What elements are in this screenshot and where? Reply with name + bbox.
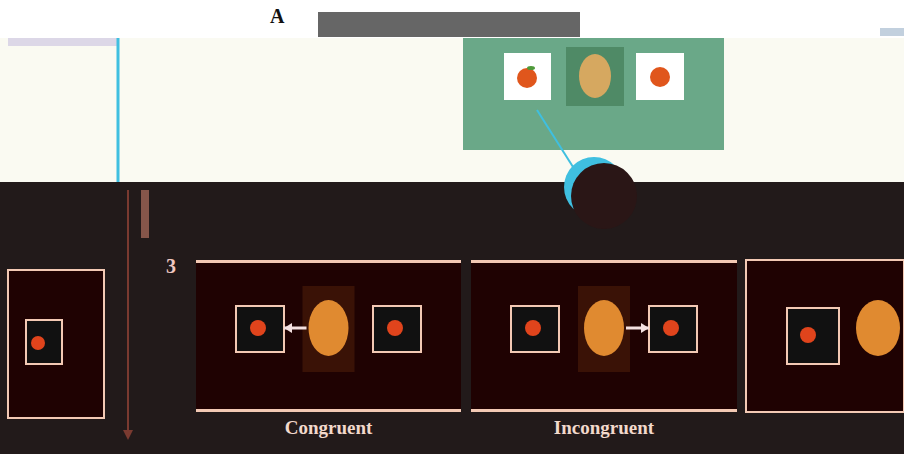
face-square	[303, 286, 355, 372]
stimulus-display	[236, 286, 421, 372]
face-square	[566, 47, 624, 106]
corner-mark	[880, 28, 904, 36]
face-icon	[309, 300, 349, 356]
tomato-icon	[525, 320, 541, 336]
tomato-icon	[517, 68, 537, 88]
trial-panel: Congruent	[196, 260, 461, 412]
zoom-circle-shadow	[571, 163, 637, 229]
panel-letter: A	[270, 5, 284, 28]
upper-panel	[0, 38, 904, 182]
condition-label: Congruent	[176, 417, 481, 439]
upper-band	[8, 38, 118, 46]
tomato-icon	[250, 320, 266, 336]
dark-band	[0, 182, 904, 454]
stimulus-square	[649, 306, 697, 352]
stimulus-square	[236, 306, 284, 352]
tomato-leaf	[527, 66, 535, 70]
tomato-icon	[31, 336, 45, 350]
axis-mark	[141, 190, 149, 238]
face-icon	[584, 300, 624, 356]
trial-panel	[8, 270, 104, 418]
face-icon	[856, 300, 900, 356]
face-square	[578, 286, 630, 372]
gaze-arrow	[626, 327, 649, 330]
gaze-arrow	[284, 327, 307, 330]
gaze-arrowhead	[641, 323, 649, 333]
stimulus-square	[511, 306, 559, 352]
tomato-icon	[663, 320, 679, 336]
stimulus-display	[511, 286, 697, 372]
time-axis	[127, 190, 129, 432]
stimulus-square	[26, 320, 62, 364]
face-icon	[579, 54, 611, 98]
trial-panel: Incongruent	[471, 260, 737, 412]
callout-number: 3	[166, 255, 176, 278]
stimulus-square	[373, 306, 421, 352]
title-bar	[318, 12, 580, 37]
stimulus-box	[463, 38, 724, 150]
trial-panel	[746, 260, 904, 412]
stimulus-square	[504, 53, 551, 100]
cyan-line	[117, 38, 120, 182]
tomato-icon	[650, 67, 670, 87]
stimulus-square	[636, 53, 684, 100]
time-arrowhead	[123, 430, 133, 440]
tomato-icon	[387, 320, 403, 336]
condition-label: Incongruent	[451, 417, 757, 439]
tomato-icon	[800, 327, 816, 343]
gaze-arrowhead	[284, 323, 292, 333]
stimulus-square	[787, 308, 839, 364]
